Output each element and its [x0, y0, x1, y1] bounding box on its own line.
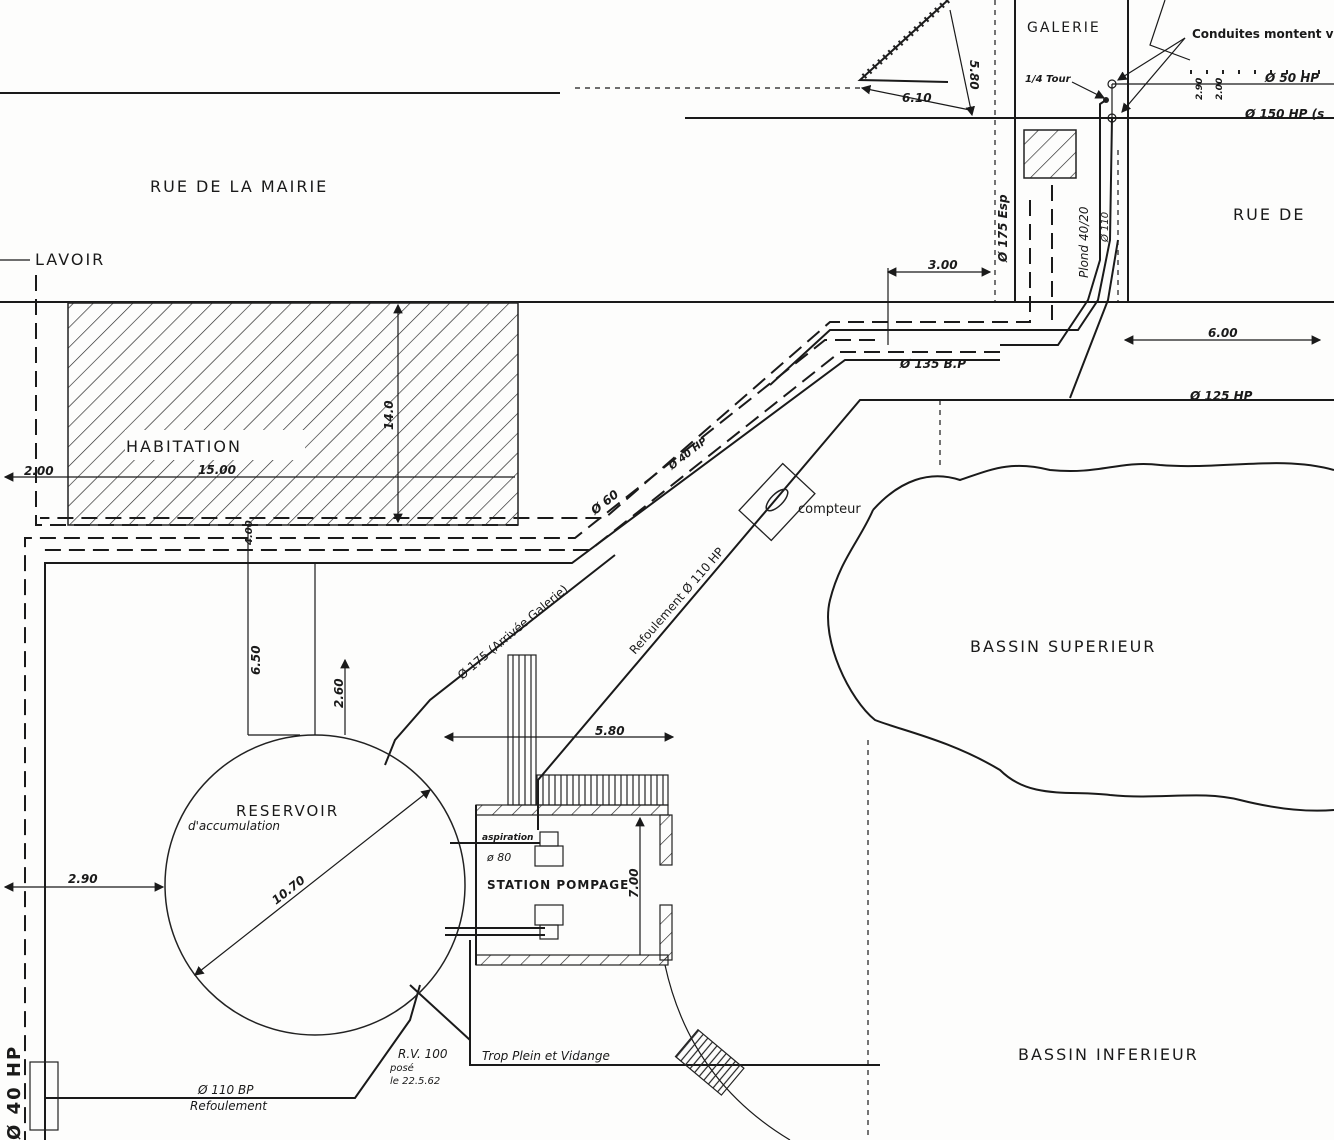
galerie-pipes	[40, 37, 1334, 519]
dim-400: 4.00	[244, 520, 255, 546]
aspiration-label: aspiration	[482, 833, 533, 843]
d175esp-label: Ø 175 Esp	[996, 194, 1010, 263]
d40hp-diag-label: Ø 40 HP	[666, 435, 710, 473]
rv100-label: R.V. 100	[398, 1047, 448, 1061]
dim-580-station: 5.80	[595, 724, 625, 738]
reservoir-sub-label: d'accumulation	[188, 819, 280, 833]
station-label: STATION POMPAGE	[487, 878, 629, 892]
trop-plein-label: Trop Plein et Vidange	[482, 1049, 610, 1063]
dim-290-top: 2.90	[1195, 78, 1205, 100]
dim-260: 2.60	[332, 678, 346, 708]
dim-650: 6.50	[249, 645, 263, 675]
d40hp-left-label: Ø 40 HP	[4, 1045, 25, 1140]
d135bp-label: Ø 135 B.P	[899, 357, 966, 371]
dim-580-top: 5.80	[967, 60, 981, 90]
bassins: BASSIN SUPERIEUR BASSIN INFERIEUR	[827, 400, 1334, 1140]
dim-200-top: 2.00	[1215, 78, 1225, 100]
rue-de-label: RUE DE	[1233, 205, 1305, 224]
reservoir	[3, 525, 466, 1036]
dim-1500: 15.00	[198, 463, 236, 477]
habitation-label: HABITATION	[126, 437, 242, 456]
bassin-inferieur-label: BASSIN INFERIEUR	[1018, 1045, 1199, 1064]
dimension-lines	[860, 9, 1322, 345]
d80-label: ø 80	[486, 851, 511, 864]
dim-290-left: 2.90	[68, 872, 98, 886]
dim-610: 6.10	[902, 91, 932, 105]
d125hp-label: Ø 125 HP	[1189, 389, 1253, 403]
dim-700: 7.00	[627, 868, 641, 898]
d60-label: Ø 60	[587, 487, 621, 518]
compteur-label: compteur	[798, 502, 861, 517]
pose-date-label: le 22.5.62	[390, 1076, 440, 1087]
refoulement-110hp-label: Refoulement Ø 110 HP	[627, 545, 727, 657]
d50hp-label: Ø 50 HP	[1264, 71, 1319, 85]
conduites-label: Conduites montent v	[1192, 27, 1334, 41]
d110-label: Ø 110	[1099, 212, 1111, 243]
rue-mairie-label: RUE DE LA MAIRIE	[150, 177, 328, 196]
pumping-station	[443, 654, 791, 1140]
dim-200-left: 2.00	[24, 464, 54, 478]
d150hp-label: Ø 150 HP (s	[1244, 107, 1324, 121]
dim-300: 3.00	[928, 258, 958, 272]
pose-label: posé	[389, 1062, 414, 1074]
street-lines	[0, 0, 1334, 303]
plond-label: Plond 40/20	[1077, 206, 1091, 278]
dim-140: 14.0	[382, 400, 396, 430]
bassin-superieur-label: BASSIN SUPERIEUR	[970, 637, 1156, 656]
quart-tour-label: 1/4 Tour	[1025, 74, 1072, 85]
habitation-building: HABITATION	[3, 302, 519, 526]
d110bp-label: Ø 110 BP	[197, 1083, 254, 1097]
main-pipes	[24, 275, 1334, 1140]
refoulement-label: Refoulement	[190, 1099, 268, 1113]
galerie-label: GALERIE	[1027, 20, 1101, 36]
dim-600: 6.00	[1208, 326, 1238, 340]
reservoir-label: RESERVOIR	[236, 802, 339, 820]
lavoir-label: LAVOIR	[35, 250, 105, 269]
